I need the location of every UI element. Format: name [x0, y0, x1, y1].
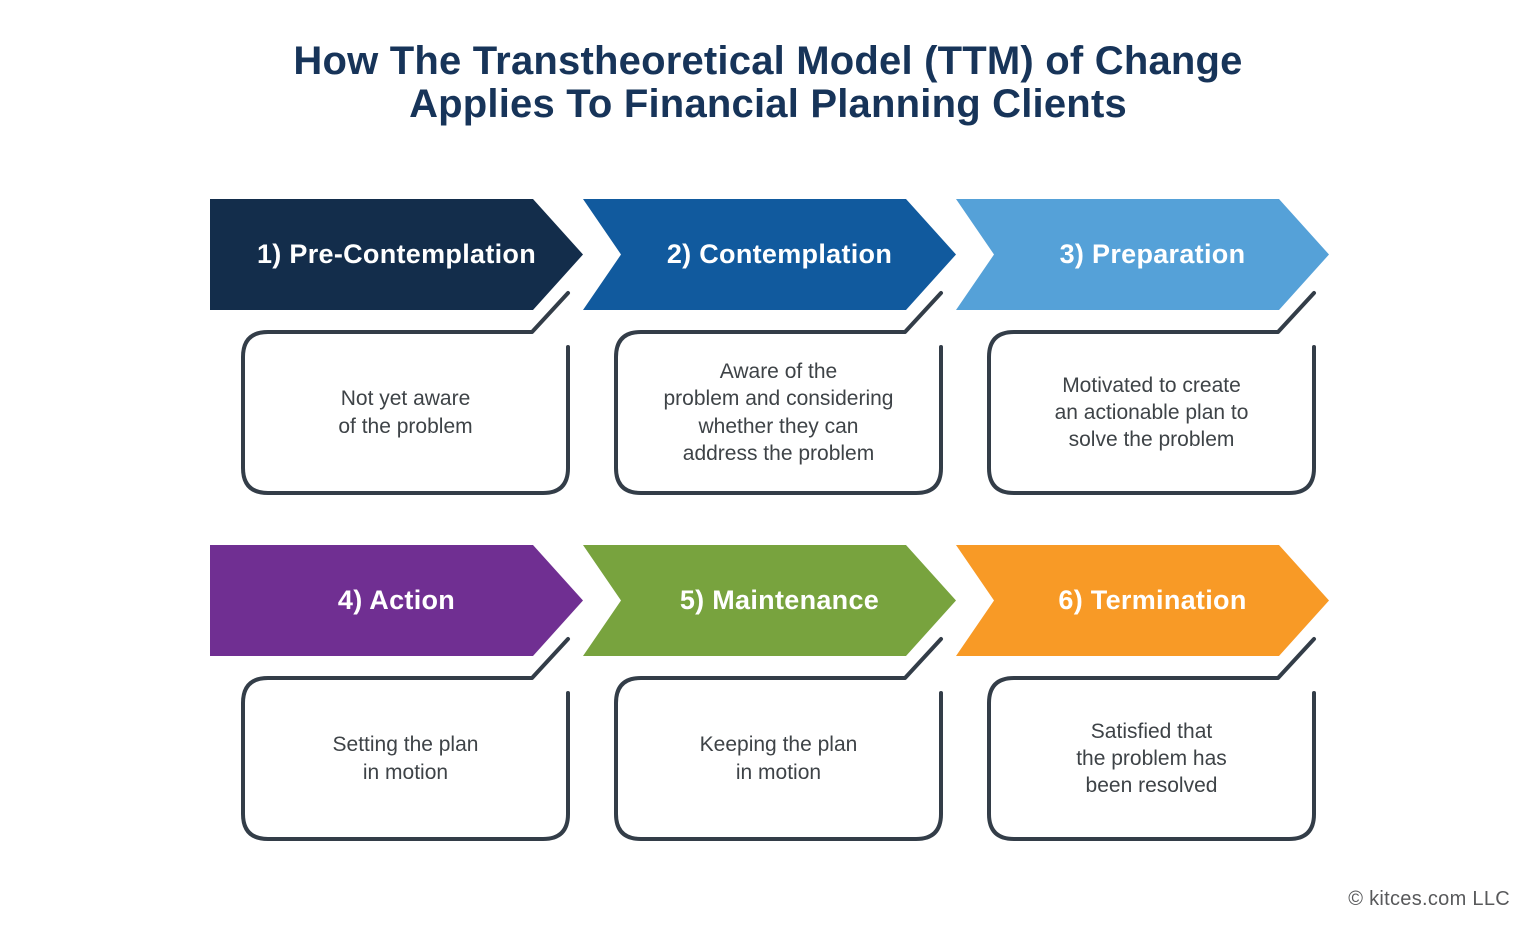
stage-label: 1) Pre-Contemplation — [256, 239, 537, 269]
page-title-line-2: Applies To Financial Planning Clients — [409, 82, 1127, 127]
stage-arrow-shape — [210, 545, 583, 656]
callout-outline — [241, 637, 570, 841]
callout-outline — [241, 291, 570, 495]
stage-label: 6) Termination — [1058, 585, 1247, 615]
callout-outline — [614, 637, 943, 841]
stage-graphic — [583, 199, 956, 495]
callout-outline — [614, 291, 943, 495]
stage-arrow-shape — [956, 199, 1329, 310]
stage-description: Aware of the problem and considering whe… — [663, 359, 894, 465]
stage-graphic — [210, 199, 583, 495]
stage-label: 3) Preparation — [1059, 239, 1246, 269]
copyright-notice: © kitces.com LLC — [1348, 888, 1510, 910]
stage-arrow-shape — [210, 199, 583, 310]
callout-outline — [987, 637, 1316, 841]
stage-unit-termination: 6) Termination Satisfied that the proble… — [956, 545, 1336, 845]
stage-graphic — [583, 545, 956, 841]
callout-outline — [987, 291, 1316, 495]
stage-unit-action: 4) Action Setting the plan in motion — [210, 545, 590, 845]
stage-label: 2) Contemplation — [666, 239, 893, 269]
stage-label: 4) Action — [337, 585, 456, 615]
stage-description: Setting the plan in motion — [332, 733, 479, 784]
stage-description: Motivated to create an actionable plan t… — [1054, 373, 1249, 452]
stage-arrow-shape — [956, 545, 1329, 656]
page-title-line-1: How The Transtheoretical Model (TTM) of … — [293, 39, 1243, 83]
page-title: How The Transtheoretical Model (TTM) of … — [0, 39, 1536, 127]
stage-unit-pre-contemplation: 1) Pre-Contemplation Not yet aware of th… — [210, 199, 590, 499]
stage-description: Satisfied that the problem has been reso… — [1076, 719, 1227, 798]
stage-description: Keeping the plan in motion — [699, 733, 858, 784]
stage-unit-contemplation: 2) Contemplation Aware of the problem an… — [583, 199, 963, 499]
stage-arrow-shape — [583, 545, 956, 656]
stage-graphic — [956, 545, 1329, 841]
stage-unit-maintenance: 5) Maintenance Keeping the plan in motio… — [583, 545, 963, 845]
stage-arrow-shape — [583, 199, 956, 310]
stage-description: Not yet aware of the problem — [338, 387, 473, 438]
stage-graphic — [956, 199, 1329, 495]
stage-label: 5) Maintenance — [679, 585, 880, 615]
stage-unit-preparation: 3) Preparation Motivated to create an ac… — [956, 199, 1336, 499]
stage-graphic — [210, 545, 583, 841]
